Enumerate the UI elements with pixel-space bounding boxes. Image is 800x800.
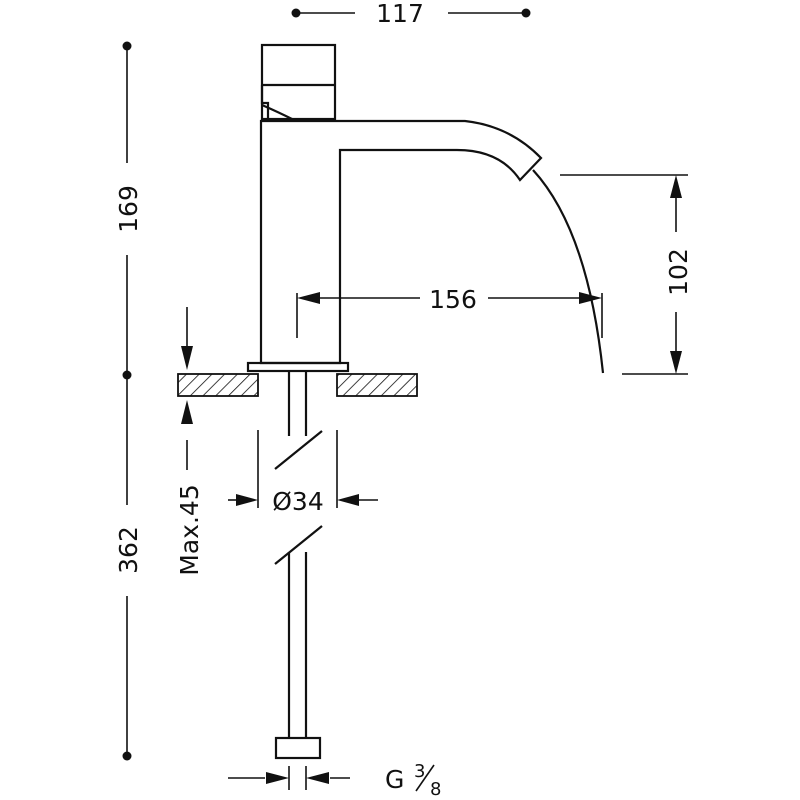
dimension-hole-diameter: Ø34 xyxy=(228,430,378,516)
height-lower-label: 362 xyxy=(114,526,143,574)
faucet-handle xyxy=(260,43,337,121)
connection-numerator-label: 3 xyxy=(414,761,425,782)
faucet-body xyxy=(246,43,543,373)
spout-reach-label: 156 xyxy=(429,285,477,314)
dimension-spout-reach: 156 xyxy=(296,285,603,338)
countertop-section xyxy=(177,373,418,397)
dimension-spout-height: 102 xyxy=(560,174,693,375)
spout-height-label: 102 xyxy=(664,248,693,296)
connection-prefix-label: G xyxy=(385,765,404,794)
height-upper-label: 169 xyxy=(114,185,143,233)
pipe-connector xyxy=(274,736,322,760)
hole-diameter-label: Ø34 xyxy=(272,487,324,516)
width-top-label: 117 xyxy=(376,0,424,28)
supply-pipe xyxy=(274,371,323,760)
dimension-width-top: 117 xyxy=(291,0,531,28)
water-stream xyxy=(532,169,605,374)
dimension-height-chain: 169 362 xyxy=(114,41,143,761)
connection-denominator-label: 8 xyxy=(430,779,441,800)
dimension-connection-thread: G 3 8 xyxy=(228,761,441,800)
dimension-counter-thickness: Max.45 xyxy=(175,307,204,576)
faucet-spout xyxy=(259,119,543,365)
counter-thickness-label: Max.45 xyxy=(175,484,204,575)
faucet-base xyxy=(246,361,350,373)
